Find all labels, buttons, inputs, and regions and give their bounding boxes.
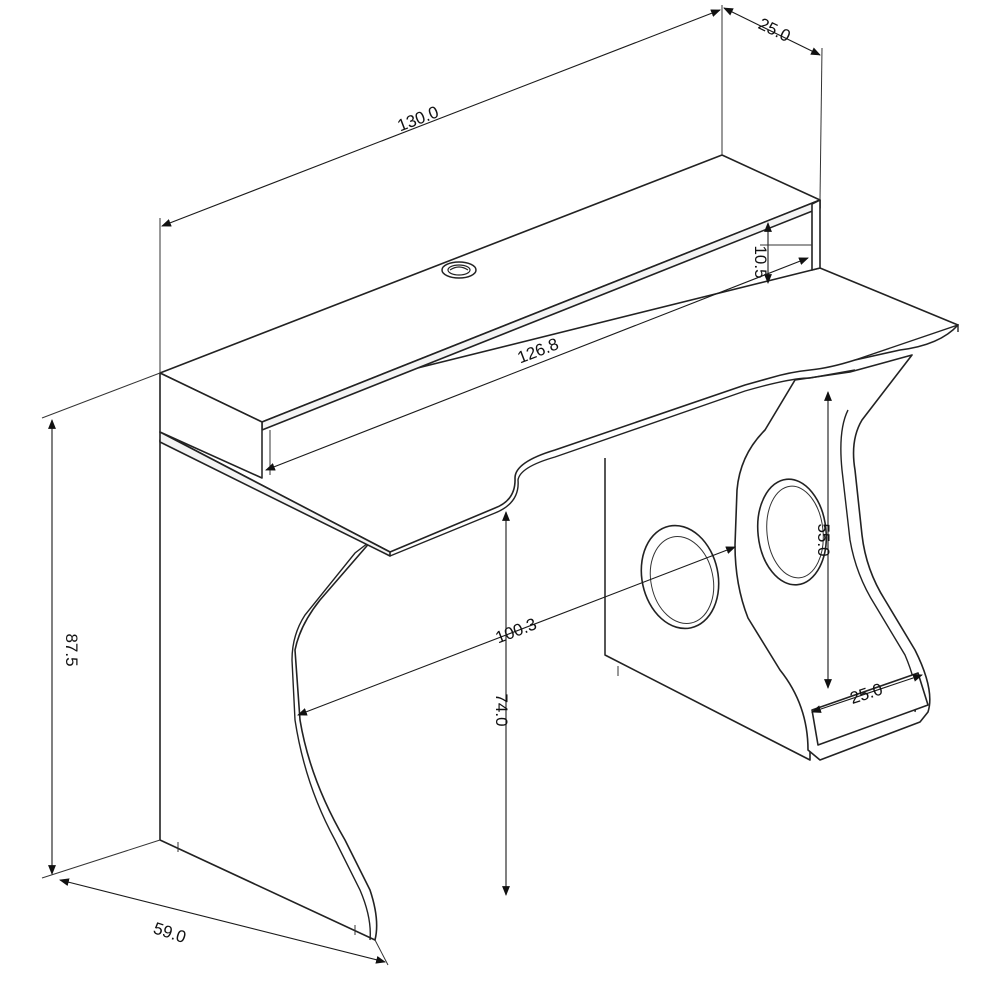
- dim-shelf-opening-height-label: 55.0: [814, 523, 833, 556]
- dim-hutch-depth: 25.0: [723, 7, 823, 201]
- dim-total-width-label: 130.0: [395, 102, 442, 135]
- dim-total-height-label: 87.5: [62, 633, 81, 666]
- dim-desk-depth-label: 59.0: [151, 919, 188, 947]
- dim-hutch-depth-label: 25.0: [755, 14, 793, 46]
- dim-total-height: 87.5: [41, 372, 161, 879]
- hutch-right-support: [811, 199, 821, 271]
- dim-desk-height: 74.0: [492, 511, 511, 896]
- dim-desk-height-label: 74.0: [492, 693, 511, 726]
- dim-legroom-width-label: 100.3: [493, 614, 540, 647]
- cable-grommet-icon: [441, 261, 477, 279]
- dim-shelf-opening-height: 55.0: [814, 391, 833, 689]
